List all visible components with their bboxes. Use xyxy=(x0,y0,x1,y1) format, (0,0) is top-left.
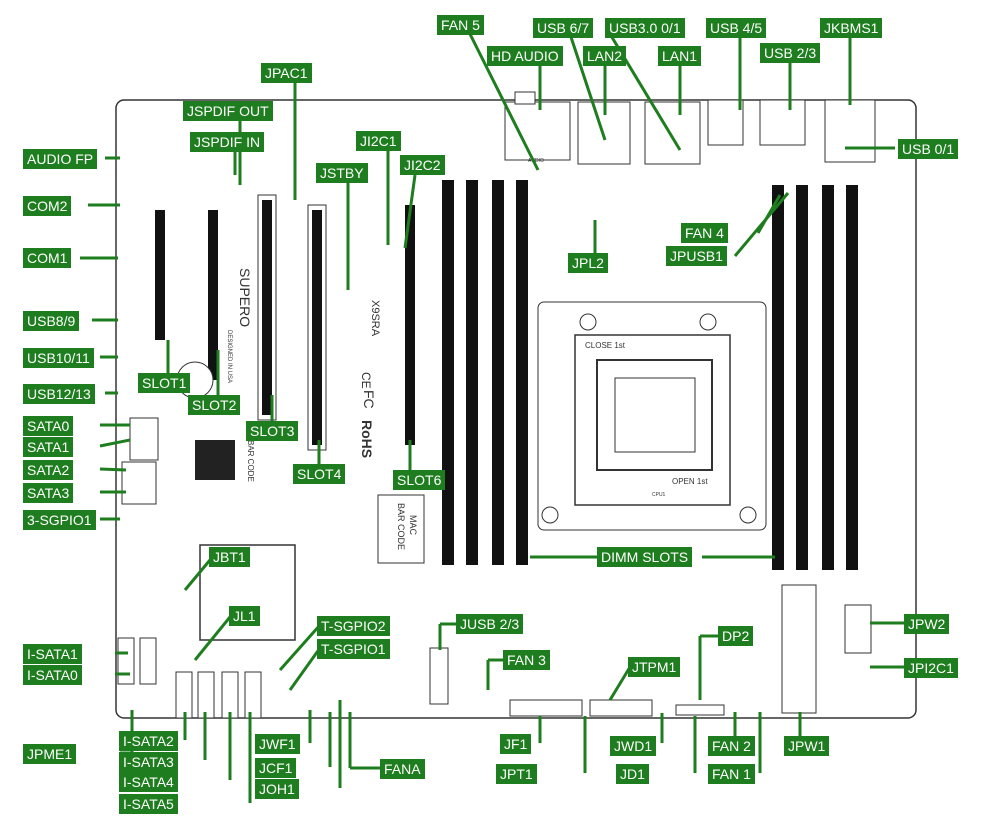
label-jpme1: JPME1 xyxy=(23,744,77,764)
label-i-sata0: I-SATA0 xyxy=(23,665,82,685)
label-ji2c2: JI2C2 xyxy=(400,155,445,175)
label-jpac1: JPAC1 xyxy=(261,63,312,83)
audio-text: AUDIO xyxy=(528,158,544,164)
label-usb3-01: USB3.0 0/1 xyxy=(605,18,685,38)
close-text: CLOSE 1st xyxy=(585,341,626,350)
label-t-sgpio2: T-SGPIO2 xyxy=(317,616,390,636)
label-usb1011: USB10/11 xyxy=(23,348,94,368)
label-sata2: SATA2 xyxy=(23,460,74,480)
ce-text: CE xyxy=(359,372,373,389)
pci-slots xyxy=(155,194,415,451)
label-usb89: USB8/9 xyxy=(23,311,80,331)
label-jwd1: JWD1 xyxy=(610,736,657,756)
jtpm1-header xyxy=(589,699,653,717)
label-fan3: FAN 3 xyxy=(503,650,550,670)
label-fan4: FAN 4 xyxy=(681,223,728,243)
cpu-text: CPU1 xyxy=(652,492,666,498)
label-i-sata1: I-SATA1 xyxy=(23,644,82,664)
label-sata3: SATA3 xyxy=(23,483,74,503)
label-usb01: USB 0/1 xyxy=(898,139,959,159)
callout-lines xyxy=(80,33,905,803)
label-jf1: JF1 xyxy=(500,734,532,754)
jf1-header xyxy=(509,699,583,717)
label-usb1213: USB12/13 xyxy=(23,384,95,404)
label-jpw2: JPW2 xyxy=(904,614,950,634)
label-jstby: JSTBY xyxy=(316,163,368,183)
label-usb23: USB 2/3 xyxy=(760,43,821,63)
label-slot3: SLOT3 xyxy=(246,421,299,441)
atx-power-24pin xyxy=(781,584,817,714)
fc-text: FC xyxy=(361,390,377,409)
label-jpt1: JPT1 xyxy=(496,764,537,784)
label-jpw1: JPW1 xyxy=(784,736,830,756)
label-fan5: FAN 5 xyxy=(437,15,484,35)
label-ji2c1: JI2C1 xyxy=(356,131,401,151)
label-com1: COM1 xyxy=(23,248,72,268)
label-joh1: JOH1 xyxy=(255,779,299,799)
label-jd1: JD1 xyxy=(616,764,649,784)
brand-text: SUPERO xyxy=(237,268,253,327)
label-fan1: FAN 1 xyxy=(708,764,755,784)
label-usb67: USB 6/7 xyxy=(533,18,594,38)
label-jpl2: JPL2 xyxy=(568,253,608,273)
label-i-sata5: I-SATA5 xyxy=(119,794,178,814)
label-jpusb1: JPUSB1 xyxy=(666,246,727,266)
label-i-sata3: I-SATA3 xyxy=(119,752,178,772)
label-lan1: LAN1 xyxy=(658,46,702,66)
bar-code-small-text: BAR CODE xyxy=(246,440,255,482)
jpw2-connector xyxy=(844,604,872,654)
dimm-left xyxy=(442,180,528,565)
label-jl1: JL1 xyxy=(229,606,260,626)
label-slot2: SLOT2 xyxy=(188,395,241,415)
label-sata1: SATA1 xyxy=(23,437,74,457)
cpu-socket xyxy=(537,301,767,531)
dimm-right xyxy=(772,185,858,570)
label-dp2: DP2 xyxy=(718,626,754,646)
mac-barcode-box xyxy=(377,494,425,564)
label-slot4: SLOT4 xyxy=(293,464,346,484)
label-sgpio1-3: 3-SGPIO1 xyxy=(23,510,96,530)
label-jusb23: JUSB 2/3 xyxy=(456,614,524,634)
label-t-sgpio1: T-SGPIO1 xyxy=(317,639,390,659)
label-usb45: USB 4/5 xyxy=(706,18,767,38)
label-jcf1: JCF1 xyxy=(255,758,297,778)
label-jkbms1: JKBMS1 xyxy=(820,18,883,38)
chip-1 xyxy=(195,440,235,480)
designed-text: DESIGNED IN USA xyxy=(226,330,232,383)
label-fan2: FAN 2 xyxy=(708,736,755,756)
label-jwf1: JWF1 xyxy=(255,734,300,754)
label-lan2: LAN2 xyxy=(583,46,627,66)
label-i-sata4: I-SATA4 xyxy=(119,772,178,792)
rohs-text: RoHS xyxy=(359,420,375,458)
label-jpi2c1: JPI2C1 xyxy=(904,658,958,678)
label-jtpm1: JTPM1 xyxy=(628,657,681,677)
label-i-sata2: I-SATA2 xyxy=(119,731,178,751)
jusb23-header xyxy=(429,647,449,705)
label-com2: COM2 xyxy=(23,196,72,216)
open-text: OPEN 1st xyxy=(672,477,708,486)
label-jspdif-in: JSPDIF IN xyxy=(190,132,265,152)
jd1-header xyxy=(675,704,725,716)
label-jbt1: JBT1 xyxy=(209,547,250,567)
label-fana: FANA xyxy=(380,759,425,779)
rear-io xyxy=(504,91,876,165)
label-jspdif-out: JSPDIF OUT xyxy=(183,101,273,121)
label-audio-fp: AUDIO FP xyxy=(23,149,98,169)
label-slot1: SLOT1 xyxy=(138,373,191,393)
barcode-text: BAR CODE xyxy=(396,503,406,550)
label-slot6: SLOT6 xyxy=(393,470,446,490)
label-dimm-slots: DIMM SLOTS xyxy=(597,547,693,567)
label-hd-audio: HD AUDIO xyxy=(487,46,563,66)
sata-connectors xyxy=(121,417,159,505)
mac-text: MAC xyxy=(408,515,418,536)
label-sata0: SATA0 xyxy=(23,416,74,436)
model-text: X9SRA xyxy=(369,300,381,337)
